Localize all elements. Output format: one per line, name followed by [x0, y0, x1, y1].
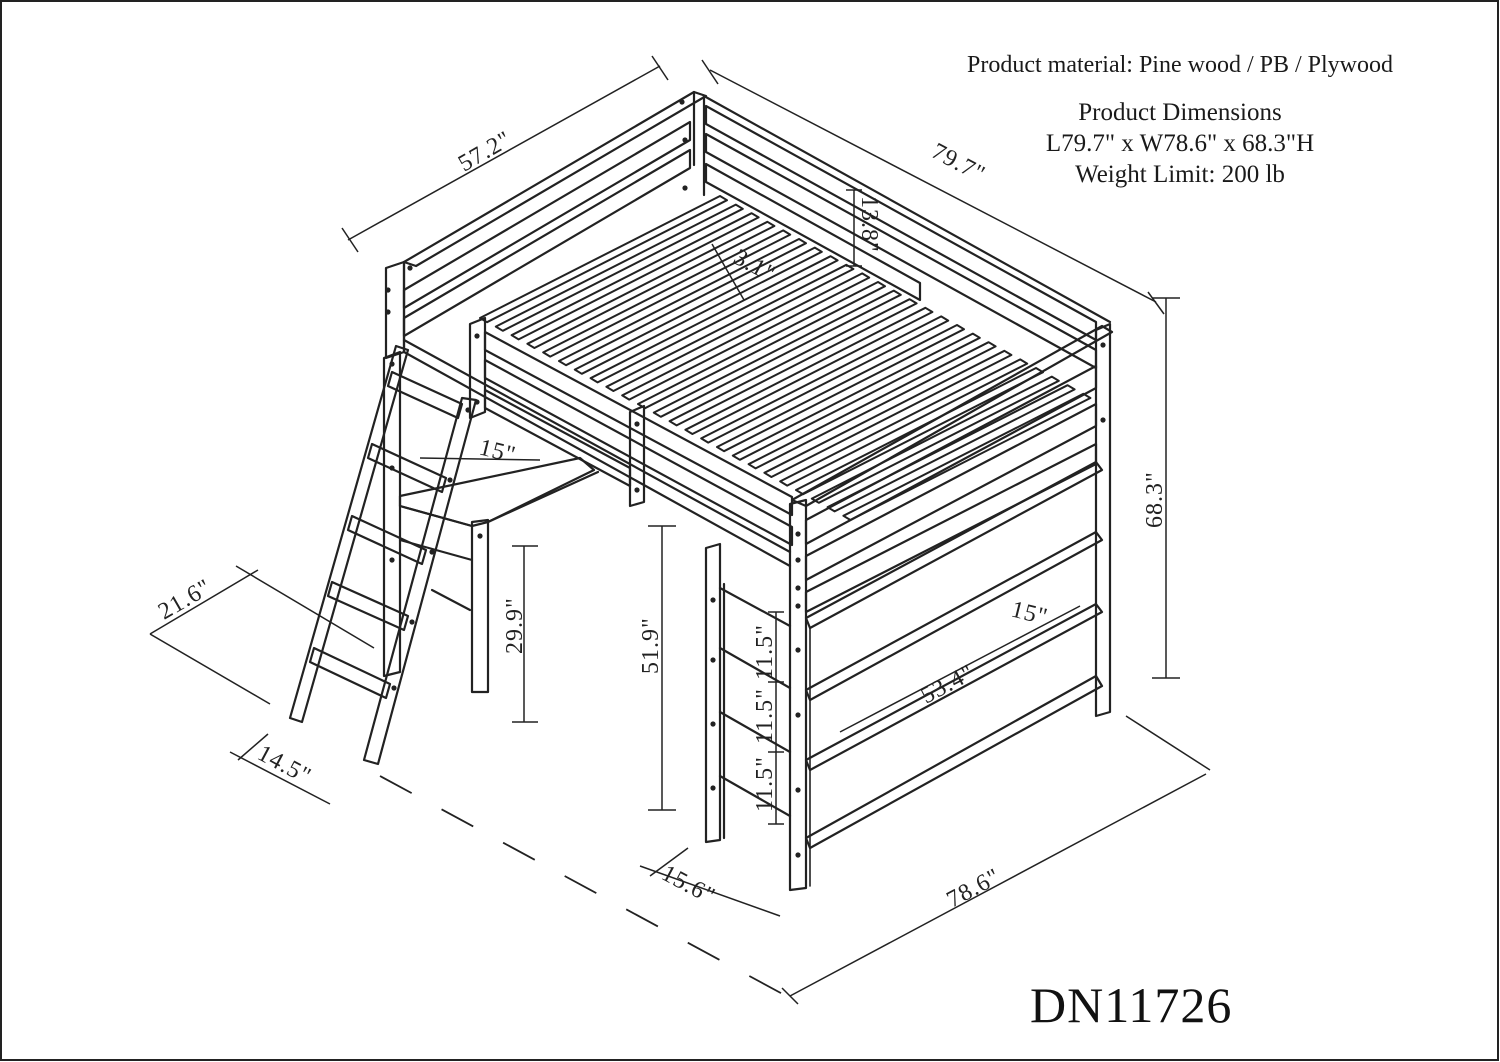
dim-desk-width: 21.6"	[154, 574, 216, 625]
bed-slat	[747, 341, 997, 470]
dim-ladder-width: 14.5"	[253, 740, 315, 790]
bed-slat	[589, 255, 839, 384]
bed-slat	[542, 229, 792, 358]
dim-under-clearance: 51.9"	[638, 617, 664, 674]
product-material: Product material: Pine wood / PB / Plywo…	[967, 52, 1393, 78]
floor-guide-line	[379, 775, 791, 999]
bed-slat	[558, 238, 807, 367]
dim-guard-height: 13.8"	[856, 196, 882, 253]
product-dimensions-heading: Product Dimensions	[1078, 99, 1282, 126]
bed-slat	[573, 246, 823, 375]
bed-slat	[810, 375, 1060, 504]
bed-drawing	[288, 90, 1114, 892]
dim-shelf-spacing-2: 11.5"	[752, 688, 778, 744]
dim-total-width: 78.6"	[943, 864, 1005, 914]
product-dimensions-value: L79.7" x W78.6" x 68.3"H	[1045, 130, 1315, 157]
dim-shelf-spacing-1: 11.5"	[752, 624, 778, 680]
dim-head-width: 57.2"	[454, 126, 516, 177]
bed-slat	[779, 358, 1029, 487]
back-right-post	[1094, 322, 1112, 718]
head-end-panel	[384, 90, 708, 360]
storage-shelves	[804, 460, 1104, 887]
dim-shelf-depth: 15"	[1009, 597, 1051, 631]
bed-slats	[479, 195, 1092, 521]
dim-desk-height: 29.9"	[502, 597, 528, 654]
bed-slat	[526, 220, 776, 349]
dim-shelf-spacing-3: 11.5"	[752, 756, 778, 812]
bed-slat	[668, 298, 918, 427]
bed-slat	[621, 272, 871, 401]
dim-shelf-unit-depth: 15.6"	[657, 860, 719, 910]
bed-slat	[652, 289, 902, 418]
dim-shelf-length: 53.4"	[917, 660, 979, 710]
front-right-post	[788, 498, 808, 892]
dim-total-height: 68.3"	[1142, 471, 1168, 528]
back-guard-rail	[702, 94, 1112, 370]
bed-slat	[716, 324, 965, 453]
bed-slat	[494, 203, 744, 332]
ladder	[288, 344, 478, 766]
dim-desk-top-depth: 15"	[477, 435, 519, 469]
bed-slat	[684, 306, 934, 435]
dimension-lines	[149, 55, 1211, 1005]
model-number: DN11726	[1030, 977, 1233, 1033]
bed-slat	[826, 384, 1076, 513]
bed-slat	[700, 315, 950, 444]
bed-slat	[731, 332, 981, 461]
weight-limit: Weight Limit: 200 lb	[1075, 161, 1285, 188]
bed-slat	[510, 212, 760, 341]
side-shelf-column	[704, 542, 792, 844]
bed-slat	[763, 349, 1013, 478]
bed-slat	[605, 263, 855, 392]
front-guard-rail	[468, 316, 794, 547]
